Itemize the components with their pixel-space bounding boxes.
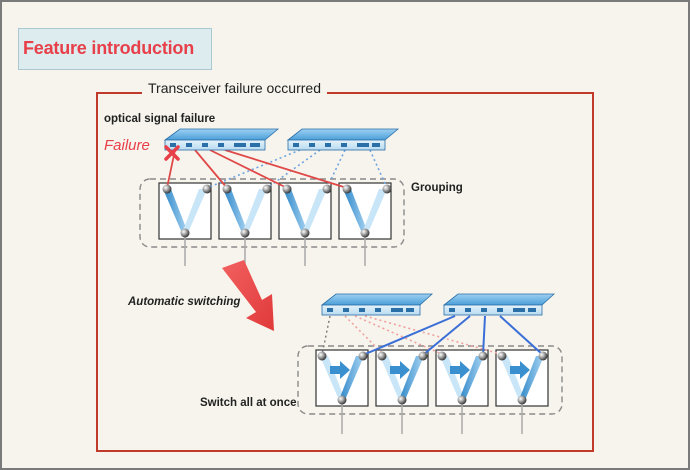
bottom-switch-left [320, 293, 434, 316]
switch-all-label: Switch all at once [200, 397, 297, 409]
x-icon [164, 145, 180, 161]
top-stems [184, 236, 366, 266]
bottom-standby-links [344, 315, 505, 356]
diagram-panel [96, 92, 594, 452]
top-failed-links [166, 149, 348, 189]
top-standby-links [206, 149, 388, 189]
bottom-switch-right [442, 293, 556, 316]
top-switch-right [286, 128, 400, 151]
failure-label: Failure [104, 137, 150, 154]
automatic-switching-label: Automatic switching [128, 296, 241, 308]
top-group-box [139, 178, 405, 248]
top-nodes [162, 184, 392, 238]
down-right-arrow-icon [330, 361, 530, 379]
bottom-nodes [317, 351, 548, 405]
grouping-label: Grouping [411, 182, 463, 194]
optical-signal-failure-label: optical signal failure [104, 113, 216, 125]
bottom-active-links [362, 315, 544, 356]
top-switch-left [163, 128, 280, 151]
bottom-group-box [297, 345, 563, 415]
top-modules [158, 182, 392, 240]
bottom-standby-gray-link [321, 315, 331, 356]
automatic-switch-arrow [222, 260, 274, 331]
panel-title: Transceiver failure occurred [142, 80, 327, 96]
title-box: Feature introduction [18, 28, 212, 70]
page-title: Feature introduction [23, 38, 194, 58]
bottom-module-4 [495, 349, 549, 407]
bottom-modules [315, 349, 549, 407]
bottom-stems [341, 403, 523, 434]
